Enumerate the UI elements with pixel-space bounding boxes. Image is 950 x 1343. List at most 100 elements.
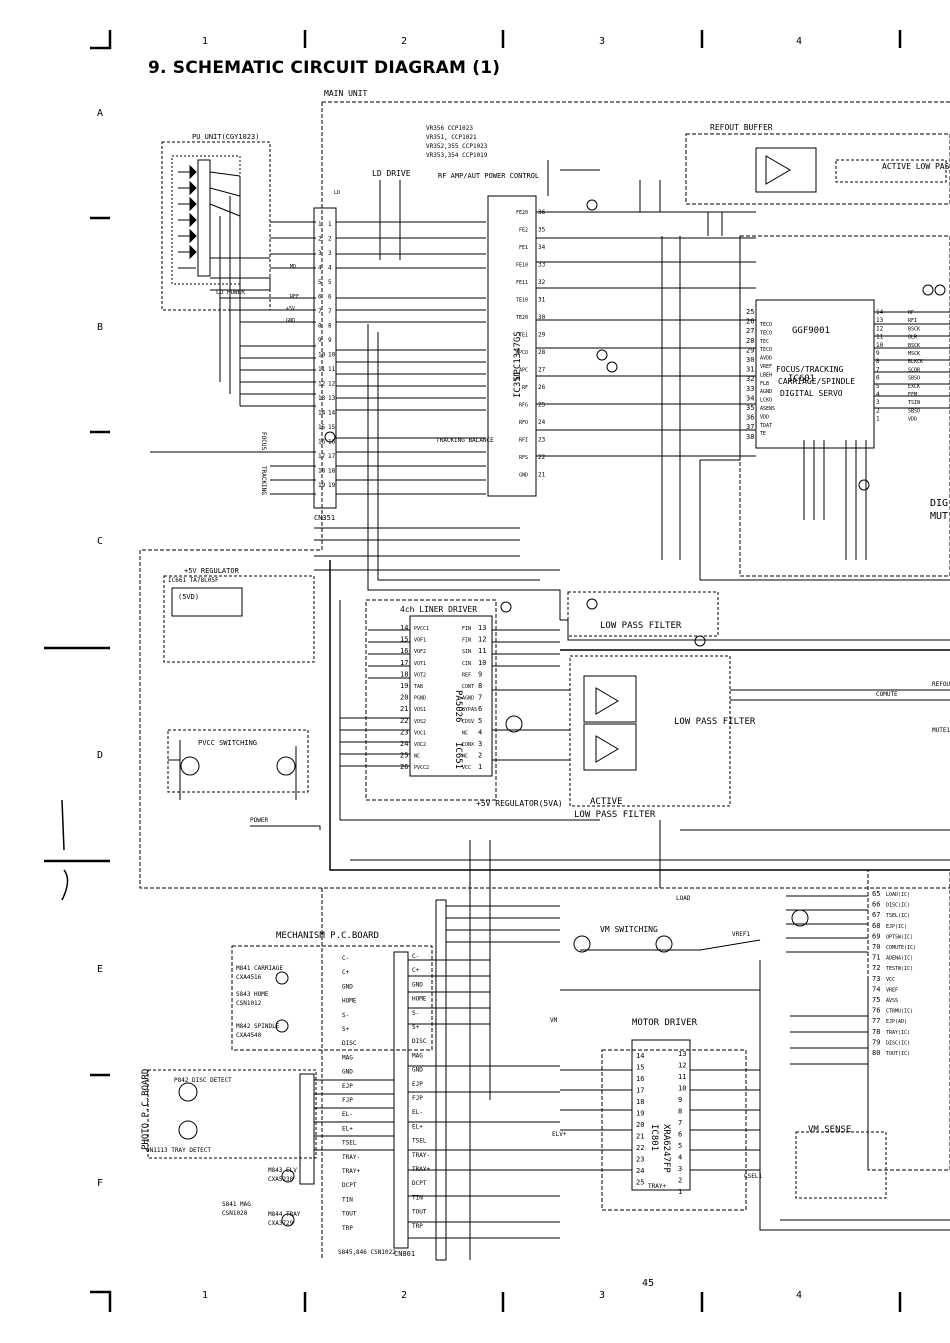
servo-signal: ASENS	[760, 406, 775, 412]
liner-pin-right: 6	[478, 705, 482, 713]
mech-signal-right: C-	[412, 953, 419, 960]
motor-pin: 13	[678, 1050, 686, 1058]
servo-signal: VREF	[760, 364, 772, 370]
rf-chip-label: UPC1347GS	[513, 331, 523, 380]
right-pin: 65	[872, 890, 880, 898]
motor-pin: 18	[636, 1098, 644, 1106]
liner-pin-right-name: BYPAS	[462, 707, 477, 713]
servo-signal: TE	[760, 431, 766, 437]
rf-pin-name: APCO	[516, 350, 528, 356]
mech-signal-left: TIN	[342, 1196, 353, 1203]
liner-pin-left-name: PVCC2	[414, 765, 429, 771]
servo-pin: 31	[746, 366, 754, 374]
rf-pin-name: RFO	[519, 420, 528, 426]
grid-column-label: 3	[599, 1290, 605, 1301]
liner-pin-left-name: VOC1	[414, 730, 426, 736]
motor-part: CSN1020	[222, 1210, 248, 1217]
regulator-label: +5V REGULATOR	[184, 567, 240, 575]
right-pin: 78	[872, 1028, 880, 1036]
servo-signal: BSCK	[908, 326, 920, 332]
cn351-pin: 18	[328, 468, 336, 475]
motor-pin: 7	[678, 1119, 682, 1127]
mech-signal-left: TOUT	[342, 1211, 357, 1218]
motor-part: CSN1012	[236, 1000, 262, 1007]
servo-pin: 26	[746, 318, 754, 326]
tracking-balance-label: TRACKING BALANCE	[436, 437, 494, 444]
liner-pin-right: 10	[478, 659, 486, 667]
servo-signal: EXCK	[908, 384, 920, 390]
mech-signal-left: GND	[342, 983, 353, 990]
servo-signal: SCOR	[908, 367, 921, 373]
motor-pin: 8	[678, 1108, 682, 1116]
mech-signal-left: EJP	[342, 1083, 353, 1090]
servo-pin: 30	[746, 356, 754, 364]
regulator-ic-label: IC661 TA78L05F	[168, 577, 219, 584]
grid-column-label: 1	[202, 36, 208, 47]
pvcc-switching-label: PVCC SWITCHING	[198, 739, 257, 747]
cn351-pin: 17	[318, 453, 326, 460]
vm-sense-label: VM SENSE	[808, 1125, 851, 1135]
focus-label: FOCUS	[260, 432, 267, 450]
refout-buffer-label: REFOUT BUFFER	[710, 123, 773, 132]
right-signal: OPTSW(IC)	[886, 934, 913, 940]
motor-pin: 9	[678, 1096, 682, 1104]
servo-signal: EFM	[908, 392, 917, 398]
right-signal: TSEL(IC)	[886, 913, 910, 919]
ref-pin: REF	[290, 294, 299, 300]
mech-signal-right: C+	[412, 967, 420, 974]
pu-unit-label: PU UNIT(CGY1023)	[192, 133, 259, 141]
rf-pin-name: TE10	[516, 298, 528, 304]
rf-pin-name: FE1	[519, 245, 528, 251]
cn351-pin: 14	[328, 410, 336, 417]
rf-pin-name: FE11	[516, 280, 528, 286]
tray-detect-label: ON1113 TRAY DETECT	[146, 1147, 211, 1154]
mechanism-board-label: MECHANISM P.C.BOARD	[276, 931, 379, 941]
mech-signal-right: DCPT	[412, 1180, 427, 1187]
cn351-pin: 7	[318, 308, 322, 315]
motor-part: CXA4540	[236, 1032, 262, 1039]
csel-label: CSEL1	[744, 1173, 762, 1180]
servo-pin: 9	[876, 350, 880, 357]
servo-signal: TSIN	[908, 400, 920, 406]
liner-pin-right-name: SIN	[462, 649, 471, 655]
liner-pin-right: 5	[478, 717, 482, 725]
tray-plus-label: TRAY+	[648, 1183, 666, 1190]
cn351-pin: 13	[328, 395, 336, 402]
cn351-pin: 9	[318, 337, 322, 344]
liner-pin-right: 9	[478, 670, 482, 678]
motor-chip-label: XRA6247FP	[661, 1124, 671, 1173]
rf-pin-name: RFS	[519, 455, 528, 461]
md-pin: MD	[290, 264, 296, 270]
vr-list-item: VR356 CCP1023	[426, 125, 473, 132]
liner-pin-right: 4	[478, 728, 482, 736]
right-pin: 76	[872, 1007, 880, 1015]
motor-name: M841 CARRIAGE	[236, 965, 283, 972]
photo-board-label: PHOTO P.C.BOARD	[141, 1069, 151, 1150]
right-pin: 71	[872, 954, 880, 962]
ld-drive-label: LD DRIVE	[372, 169, 411, 178]
cn351-pin: 3	[318, 250, 322, 257]
cn351-pin: 7	[328, 308, 332, 315]
liner-pin-left-name: VOF1	[414, 638, 426, 644]
cn351-pin: 1	[318, 221, 322, 228]
right-signal: CTRMU(IC)	[886, 1009, 913, 1015]
servo-pin: 29	[746, 346, 754, 354]
disc-detect-label: P842 DISC DETECT	[174, 1077, 232, 1084]
driver-ic-label: IC651	[453, 742, 463, 769]
right-signal: DISC(IC)	[886, 1040, 910, 1046]
servo-chip-label: GGF9001	[792, 326, 830, 336]
mech-signal-left: S-	[342, 1012, 349, 1019]
cn351-pin: 19	[328, 482, 336, 489]
mech-signal-left: HOME	[342, 998, 357, 1005]
rf-pin-number: 27	[538, 367, 546, 374]
motor-pin: 4	[678, 1154, 682, 1162]
servo-ic-label: IC601	[788, 374, 815, 384]
liner-pin-right: 2	[478, 752, 482, 760]
liner-pin-left-name: VOT2	[414, 672, 426, 678]
servo-pin: 36	[746, 414, 754, 422]
cn351-pin: 5	[328, 279, 332, 286]
rf-pin-number: 22	[538, 454, 546, 461]
servo-signal: BLR	[908, 335, 918, 341]
servo-signal: VDD	[760, 414, 769, 420]
